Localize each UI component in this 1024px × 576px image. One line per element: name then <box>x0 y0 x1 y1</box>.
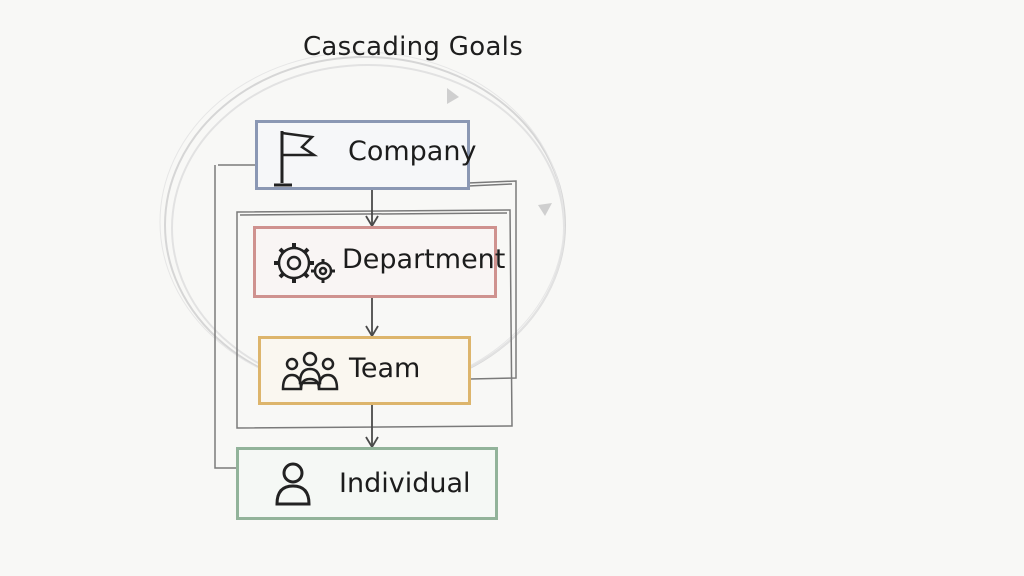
level-department-box: Department <box>253 226 505 298</box>
level-team-box: Team <box>258 336 471 405</box>
connector-frame <box>214 164 517 469</box>
level-individual-label: Individual <box>339 468 471 499</box>
level-department-label: Department <box>342 244 506 275</box>
person-icon <box>275 462 311 506</box>
level-company-label: Company <box>348 136 477 167</box>
flag-icon <box>274 131 319 187</box>
cycle-arrowheads <box>447 88 552 216</box>
level-company-box: Company <box>255 120 476 190</box>
gears-icon <box>274 243 335 283</box>
diagram-title: Cascading Goals <box>302 32 524 62</box>
down-arrows <box>365 190 379 449</box>
people-icon <box>281 351 339 391</box>
level-team-label: Team <box>349 353 421 384</box>
level-individual-box: Individual <box>236 447 498 520</box>
